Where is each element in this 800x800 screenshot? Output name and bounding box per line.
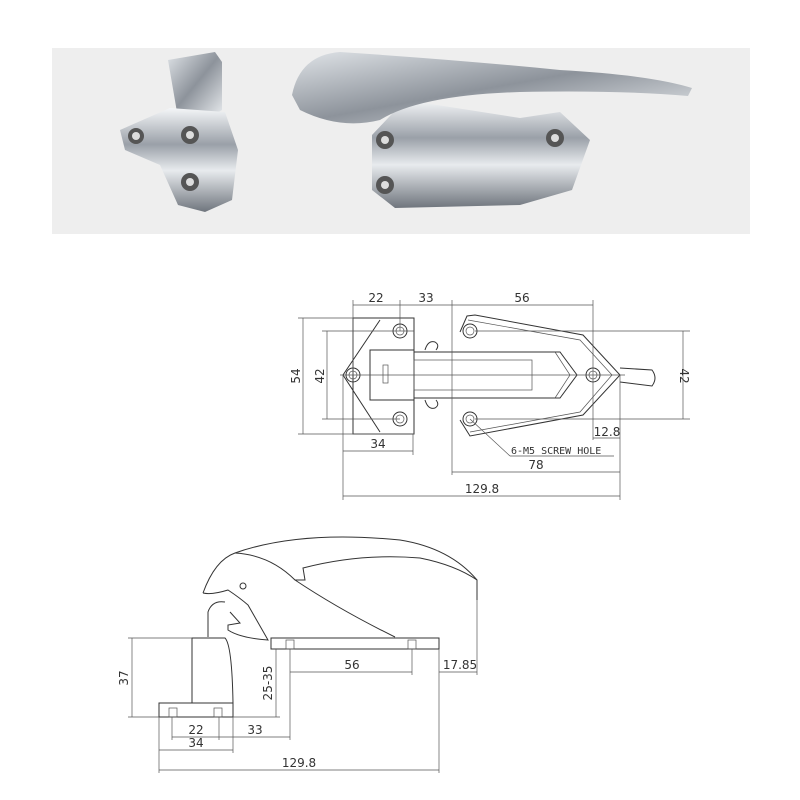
- dim-34-side: 34: [188, 736, 203, 750]
- side-view-drawing: 37 25-35 56 17.85 22 33 34 129.8: [117, 536, 478, 773]
- dim-42-left: 42: [313, 368, 327, 383]
- dim-17-85: 17.85: [443, 658, 477, 672]
- side-dimension-lines: [128, 600, 478, 773]
- dim-12-8: 12.8: [594, 425, 621, 439]
- dim-33: 33: [418, 291, 433, 305]
- dim-25-35: 25-35: [261, 666, 275, 701]
- base-outline: [158, 637, 440, 718]
- strike-part: [120, 52, 238, 212]
- dim-33-side: 33: [247, 723, 262, 737]
- dim-56: 56: [514, 291, 529, 305]
- dim-34: 34: [370, 437, 385, 451]
- dim-129-8: 129.8: [465, 482, 499, 496]
- dim-22-side: 22: [188, 723, 203, 737]
- dim-37: 37: [117, 670, 131, 685]
- dim-54: 54: [289, 368, 303, 383]
- dim-42-right: 42: [677, 368, 691, 383]
- top-view-drawing: 22 33 56 54 42 42 34 78 129.8 12.8 6-M5 …: [289, 291, 691, 500]
- dim-22: 22: [368, 291, 383, 305]
- top-dimension-lines: [298, 300, 690, 500]
- product-photo: [52, 48, 750, 234]
- handle-outline: [202, 536, 478, 641]
- screw-hole-note: 6-M5 SCREW HOLE: [511, 446, 601, 457]
- dim-78: 78: [528, 458, 543, 472]
- strike-plate-outline: [342, 317, 415, 435]
- dim-129-8-side: 129.8: [282, 756, 316, 770]
- latch-plate-outline: [340, 314, 656, 437]
- latch-part: [292, 52, 692, 208]
- dim-56-side: 56: [344, 658, 359, 672]
